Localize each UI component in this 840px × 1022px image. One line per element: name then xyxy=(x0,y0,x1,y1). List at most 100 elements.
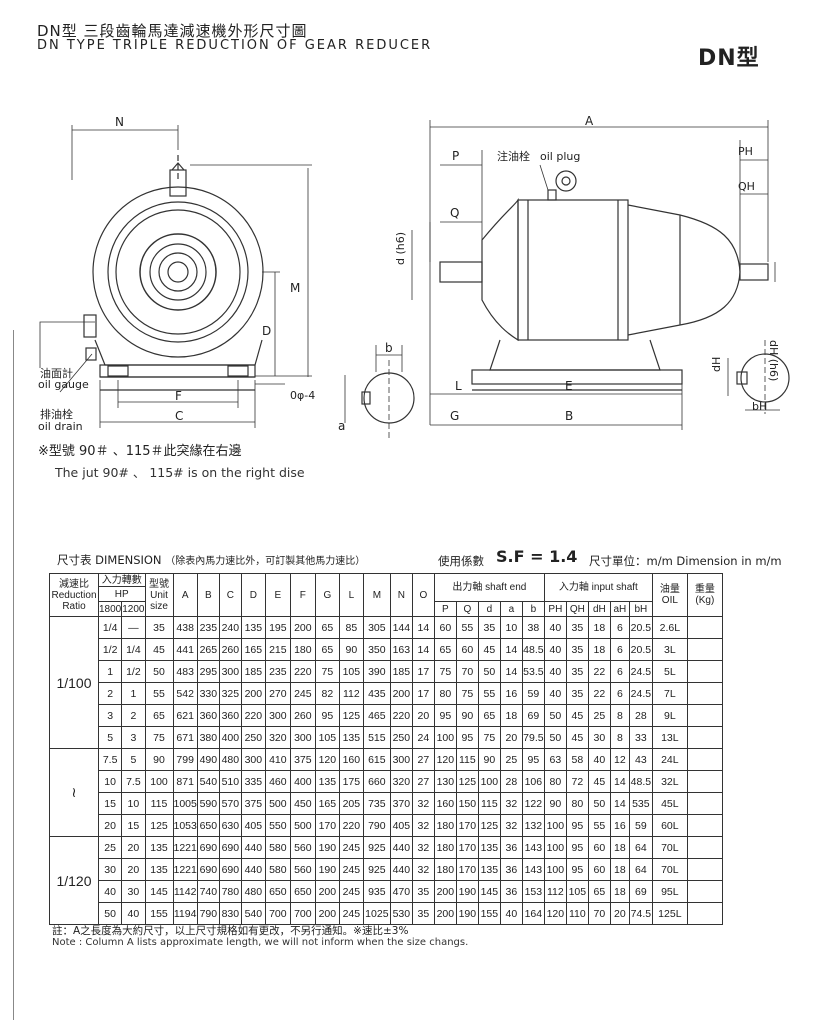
table-cell: 18 xyxy=(499,704,523,727)
table-cell: 32 xyxy=(499,792,523,815)
table-cell: 700 xyxy=(264,902,291,925)
table-cell: 90 xyxy=(455,704,479,727)
table-cell: 69 xyxy=(521,704,545,727)
table-cell: 460 xyxy=(264,770,291,793)
table-cell: 180 xyxy=(433,814,457,837)
table-cell xyxy=(686,660,723,683)
table-cell: 95 xyxy=(455,726,479,749)
table-cell: 100 xyxy=(543,836,567,859)
table-cell: 125L xyxy=(651,902,688,925)
table-cell: 935 xyxy=(362,880,391,903)
label-q: Q xyxy=(450,206,459,220)
table-cell: 220 xyxy=(389,704,413,727)
table-cell: 925 xyxy=(362,858,391,881)
table-cell: 500 xyxy=(289,814,316,837)
table-cell: 75 xyxy=(433,660,457,683)
model-mark: DN型 xyxy=(698,46,760,71)
table-cell: 155 xyxy=(477,902,501,925)
label-oil-drain-cn: 排油栓 xyxy=(40,407,73,421)
table-cell: 28 xyxy=(628,704,653,727)
table-cell: 32 xyxy=(411,836,435,859)
table-cell: 40 xyxy=(121,902,146,925)
table-cell: 60 xyxy=(455,638,479,661)
table-cell: 18 xyxy=(609,880,630,903)
label-dh: dH xyxy=(710,357,723,372)
table-cell: 630 xyxy=(218,814,242,837)
table-cell: 10 xyxy=(499,616,523,639)
table-cell: 1142 xyxy=(172,880,198,903)
table-cell: 64 xyxy=(628,858,653,881)
table-cell: 75 xyxy=(144,726,174,749)
table-cell: 660 xyxy=(362,770,391,793)
table-cell: 105 xyxy=(565,880,589,903)
table-cell: 1/2 xyxy=(121,660,146,683)
table-cell: 82 xyxy=(314,682,340,705)
table-cell: 6 xyxy=(609,638,630,661)
table-cell: 160 xyxy=(338,748,364,771)
table-cell: 58 xyxy=(565,748,589,771)
header-c: C xyxy=(218,573,242,617)
table-cell: 3 xyxy=(121,726,146,749)
table-cell xyxy=(686,638,723,661)
table-cell: 95 xyxy=(565,814,589,837)
label-g: G xyxy=(450,409,459,423)
table-cell: 5 xyxy=(121,748,146,771)
table-cell xyxy=(686,902,723,925)
table-cell: 245 xyxy=(289,682,316,705)
ratio-cell: 1/100 xyxy=(49,616,99,749)
table-cell: 59 xyxy=(521,682,545,705)
table-cell: 440 xyxy=(389,858,413,881)
table-cell: 64 xyxy=(628,836,653,859)
header-bh: bH xyxy=(628,601,653,617)
table-cell: 18 xyxy=(609,836,630,859)
table-cell: 480 xyxy=(240,880,266,903)
header-p: P xyxy=(433,601,457,617)
label-dh-h6: dH (h6) xyxy=(767,340,780,381)
table-cell: 32 xyxy=(411,792,435,815)
table-cell: 20 xyxy=(499,726,523,749)
service-factor-value: S.F = 1.4 xyxy=(496,547,578,566)
table-cell: 18 xyxy=(587,616,611,639)
jut-note-english: The jut 90# 、 115# is on the right dise xyxy=(55,465,305,480)
table-cell: 14 xyxy=(411,638,435,661)
header-output-shaft: 出力軸 shaft end xyxy=(433,573,545,602)
table-cell: 3 xyxy=(97,704,123,727)
table-cell: 1221 xyxy=(172,836,198,859)
table-cell: 438 xyxy=(172,616,198,639)
table-cell: 143 xyxy=(521,858,545,881)
table-cell xyxy=(686,880,723,903)
table-cell: 405 xyxy=(389,814,413,837)
table-cell: 135 xyxy=(240,616,266,639)
table-cell: 500 xyxy=(264,792,291,815)
table-cell: 100 xyxy=(477,770,501,793)
title-english: DN TYPE TRIPLE REDUCTION OF GEAR REDUCER xyxy=(37,38,433,53)
table-cell: 300 xyxy=(264,704,291,727)
header-b-shaft: b xyxy=(521,601,545,617)
table-cell: 650 xyxy=(196,814,220,837)
table-cell: 43 xyxy=(628,748,653,771)
table-cell: 105 xyxy=(314,726,340,749)
table-cell: 24L xyxy=(651,748,688,771)
title-chinese: DN型 三段齒輪馬達減速機外形尺寸圖 xyxy=(37,22,308,40)
table-cell: 95L xyxy=(651,880,688,903)
table-cell: 40 xyxy=(587,748,611,771)
table-cell: 170 xyxy=(455,836,479,859)
table-cell: 215 xyxy=(264,638,291,661)
table-cell: 164 xyxy=(521,902,545,925)
table-cell xyxy=(686,682,723,705)
table-cell: 90 xyxy=(543,792,567,815)
table-cell: 170 xyxy=(455,814,479,837)
label-e: E xyxy=(565,379,573,393)
label-oil-plug-cn: 注油栓 xyxy=(497,149,530,163)
table-cell: 240 xyxy=(218,616,242,639)
table-cell: 220 xyxy=(240,704,266,727)
table-cell: 440 xyxy=(240,858,266,881)
header-1200: 1200 xyxy=(121,601,146,617)
table-cell: 235 xyxy=(196,616,220,639)
table-cell: 95 xyxy=(565,836,589,859)
